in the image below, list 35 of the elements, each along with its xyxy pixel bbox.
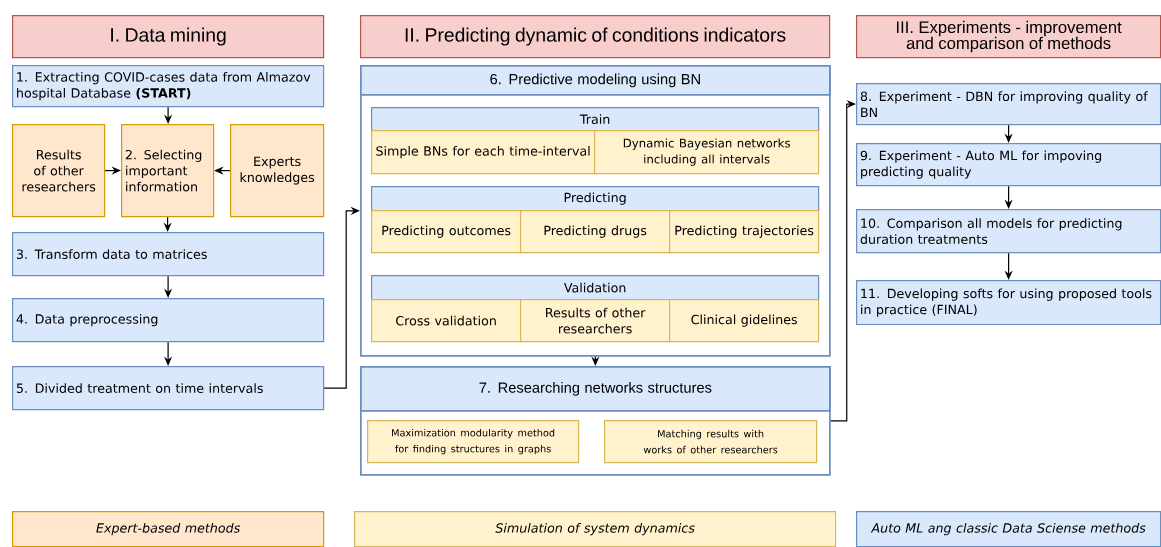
method-cell: Predicting trajectories [669, 210, 820, 254]
arrow [164, 275, 173, 298]
process-box: 3. Transform data to matrices [12, 232, 325, 277]
category-box: Simulation of system dynamics [354, 511, 837, 547]
method-cell: Matching results with works of other researchers [604, 420, 818, 464]
input-box: Experts knowledges [230, 124, 325, 218]
method-cell: Simple BNs for each time-interval [371, 130, 596, 175]
method-cell: Cross validation [371, 299, 522, 343]
method-cell: Results of other researchers [520, 299, 671, 343]
method-cell: Clinical gidelines [669, 299, 820, 343]
section-header: II. Predicting dynamic of conditions indicators [360, 15, 831, 59]
process-box: 1. Extracting COVID-cases data from Almazov hospital Database (START) [12, 65, 325, 108]
process-box: 11. Developing softs for using proposed tools in practice (FINAL) [856, 280, 1161, 326]
process-box: 4. Data preprocessing [12, 298, 325, 343]
process-box: 8. Experiment - DBN for improving quality of BN [856, 83, 1161, 126]
method-cell: Dynamic Bayesian networks including all intervals [594, 130, 820, 175]
arrow [164, 341, 173, 366]
section-header: I. Data mining [12, 15, 325, 59]
category-box: Expert-based methods [12, 511, 325, 547]
process-box: 9. Experiment - Auto ML for impoving predicting quality [856, 143, 1161, 187]
process-box: 10. Comparison all models for predicting duration treatments [856, 209, 1161, 254]
category-box: Auto ML ang classic Data Sciense methods [856, 511, 1161, 547]
process-box: 5. Divided treatment on time intervals [12, 366, 325, 411]
category-header: Validation [371, 275, 820, 301]
arrow [164, 106, 173, 124]
category-header: Train [371, 107, 820, 132]
section-header: III. Experiments - improvement and comparison of methods [856, 15, 1161, 59]
category-header: Predicting [371, 186, 820, 212]
method-cell: Maximization modularity method for finding structures in graphs [367, 420, 580, 464]
method-cell: Predicting outcomes [371, 210, 522, 254]
arrow [323, 206, 360, 389]
arrow [830, 100, 856, 422]
input-box: Results of other researchers [12, 124, 106, 218]
method-cell: Predicting drugs [520, 210, 671, 254]
process-box: 2. Selecting important information [121, 124, 215, 218]
